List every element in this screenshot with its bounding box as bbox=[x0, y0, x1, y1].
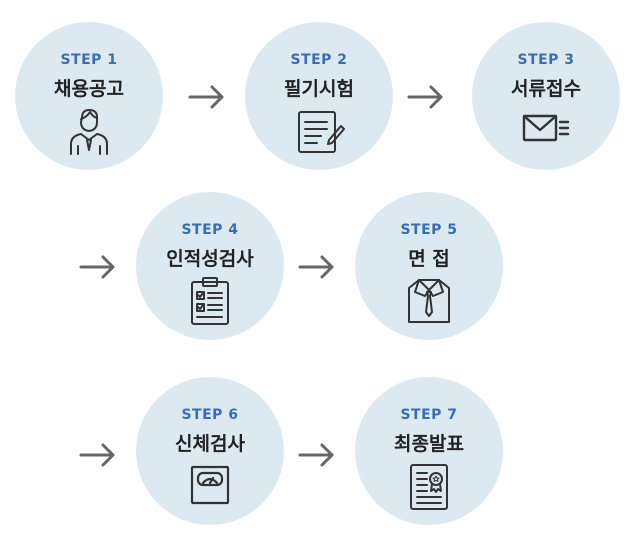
step-label: STEP 5 bbox=[400, 222, 458, 238]
step-title: 인적성검사 bbox=[166, 248, 254, 270]
envelope-icon bbox=[522, 114, 570, 142]
step-label: STEP 2 bbox=[290, 52, 348, 68]
person-icon bbox=[70, 109, 108, 155]
step-label: STEP 4 bbox=[181, 222, 239, 238]
arrow-icon bbox=[298, 255, 334, 279]
step-label: STEP 3 bbox=[517, 52, 575, 68]
certificate-icon bbox=[410, 464, 448, 510]
arrow-icon bbox=[407, 85, 443, 109]
step-label: STEP 6 bbox=[181, 407, 239, 423]
step-label: STEP 7 bbox=[400, 407, 458, 423]
step-title: 채용공고 bbox=[54, 78, 124, 100]
step-title: 최종발표 bbox=[394, 433, 464, 455]
step-6: STEP 6 신체검사 bbox=[136, 377, 284, 525]
step-title: 면 접 bbox=[408, 248, 450, 270]
document-pen-icon bbox=[298, 111, 345, 153]
scale-icon bbox=[190, 465, 230, 505]
clipboard-checklist-icon bbox=[191, 277, 229, 325]
step-2: STEP 2 필기시험 bbox=[245, 22, 393, 170]
step-title: 필기시험 bbox=[284, 78, 354, 100]
arrow-icon bbox=[79, 443, 115, 467]
step-7: STEP 7 최종발표 bbox=[355, 377, 503, 525]
step-4: STEP 4 인적성검사 bbox=[136, 192, 284, 340]
arrow-icon bbox=[79, 255, 115, 279]
arrow-icon bbox=[298, 443, 334, 467]
step-1: STEP 1 채용공고 bbox=[15, 22, 163, 170]
step-3: STEP 3 서류접수 bbox=[472, 22, 620, 170]
shirt-tie-icon bbox=[408, 279, 450, 323]
step-5: STEP 5 면 접 bbox=[355, 192, 503, 340]
step-title: 서류접수 bbox=[511, 78, 581, 100]
arrow-icon bbox=[188, 85, 224, 109]
step-title: 신체검사 bbox=[175, 433, 245, 455]
step-label: STEP 1 bbox=[60, 52, 118, 68]
